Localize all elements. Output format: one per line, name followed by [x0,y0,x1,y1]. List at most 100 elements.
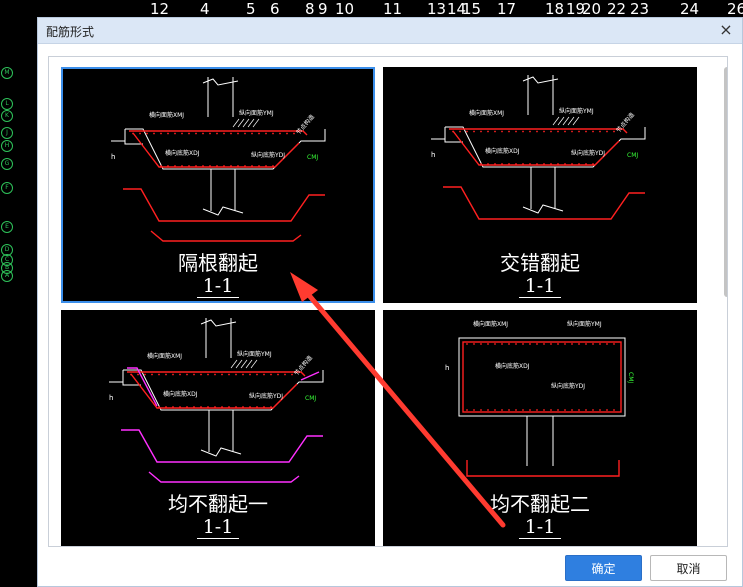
pile-outline [526,416,554,466]
section-number: 1-1 [196,516,240,539]
rebar-dot [585,343,587,345]
footing-outline [431,127,463,143]
footing-outline [123,369,324,411]
axis-letter: G [1,158,13,170]
rebar-dot [522,343,524,345]
axis-number: 22 [607,0,627,18]
rebar-dot [543,409,545,411]
footing-outline [125,128,326,170]
rebar-dot [557,343,559,345]
section-label: 1-1 [61,516,375,539]
rebar-dot [263,373,265,376]
axis-number: 13 [427,0,447,18]
label-bottom-longitudinal: 纵向底筋YDJ [551,382,585,390]
section-label: 1-1 [383,275,697,298]
column-outline [522,75,559,115]
dialog-titlebar[interactable]: 配筋形式 × [38,18,742,44]
rebar-dot [550,409,552,411]
label-cmj: CMJ [627,152,638,159]
label-top-transverse: 横向面筋XMJ [149,111,184,119]
rebar-dot [473,343,475,345]
axis-number: 17 [497,0,517,18]
rebar-dot [153,132,155,135]
rebar-dot [158,373,160,376]
vertical-scrollbar[interactable] [723,65,727,535]
rebar-dot [466,409,468,411]
label-top-transverse: 横向面筋XMJ [469,109,504,117]
rebar-dot [251,132,253,135]
rebar-dot [599,130,601,133]
rebar-dot [515,409,517,411]
axis-number: 10 [335,0,355,18]
cancel-button[interactable]: 取消 [650,555,727,581]
label-bottom-longitudinal: 纵向底筋YDJ [249,392,283,400]
rebar-dot [144,373,146,376]
rebar-dot [557,409,559,411]
rebar-dot [571,409,573,411]
label-cmj: CMJ [307,154,318,161]
rebar-dot [186,373,188,376]
perimeter-rebar [462,341,622,413]
leader-line [237,118,245,128]
rebar-dot [508,409,510,411]
rebar-dot [174,132,176,135]
rebar-dot [487,343,489,345]
rebar-dot [216,132,218,135]
option-title: 隔根翻起 [178,251,258,275]
label-bottom-transverse: 横向底筋XDJ [163,390,198,398]
base-rebar [466,460,620,477]
rebar-dot [256,373,258,376]
axis-number: 19 [566,0,586,18]
rebar-dot [228,373,230,376]
rebar-dot [279,132,281,135]
axis-number: 11 [383,0,403,18]
rebar-dot [230,132,232,135]
rebar-dot [522,130,524,133]
rebar-dot [265,132,267,135]
scrollbar-thumb[interactable] [724,67,727,297]
rebar-dot [578,409,580,411]
rebar-dot [193,373,195,376]
rebar-dot [613,130,615,133]
bottom-rebar [452,130,620,166]
rebar-dot [494,343,496,345]
axis-letter: J [1,127,13,139]
rebar-dot [494,409,496,411]
top-rebar [449,128,628,134]
axis-number: 9 [318,0,328,18]
label-top-longitudinal: 纵向面筋YMJ [239,109,274,117]
rebar-dot [286,132,288,135]
bent-rebar [123,188,325,222]
bottom-rebar [130,373,298,409]
rebar-dot [543,343,545,345]
pile-outline [200,410,242,457]
rebar-dot [592,130,594,133]
leader-line [252,118,260,128]
bottom-rebar [132,132,300,168]
ok-button[interactable]: 确定 [565,555,642,581]
section-label: 1-1 [383,516,697,539]
label-bottom-transverse: 横向底筋XDJ [485,147,520,155]
rebar-dot [139,132,141,135]
leader-line [242,118,250,128]
axis-number: 6 [270,0,280,18]
close-icon[interactable]: × [719,20,733,39]
leader-line [557,116,565,126]
rebar-dot [550,130,552,133]
axis-number: 14 [447,0,467,18]
label-bottom-longitudinal: 纵向底筋YDJ [251,151,285,159]
rebar-dot [277,373,279,376]
rebar-dot [258,132,260,135]
rebar-dot [564,409,566,411]
rebar-dot [293,132,295,135]
rebar-dot [613,409,615,411]
axis-number: 5 [246,0,256,18]
rebar-dot [487,409,489,411]
